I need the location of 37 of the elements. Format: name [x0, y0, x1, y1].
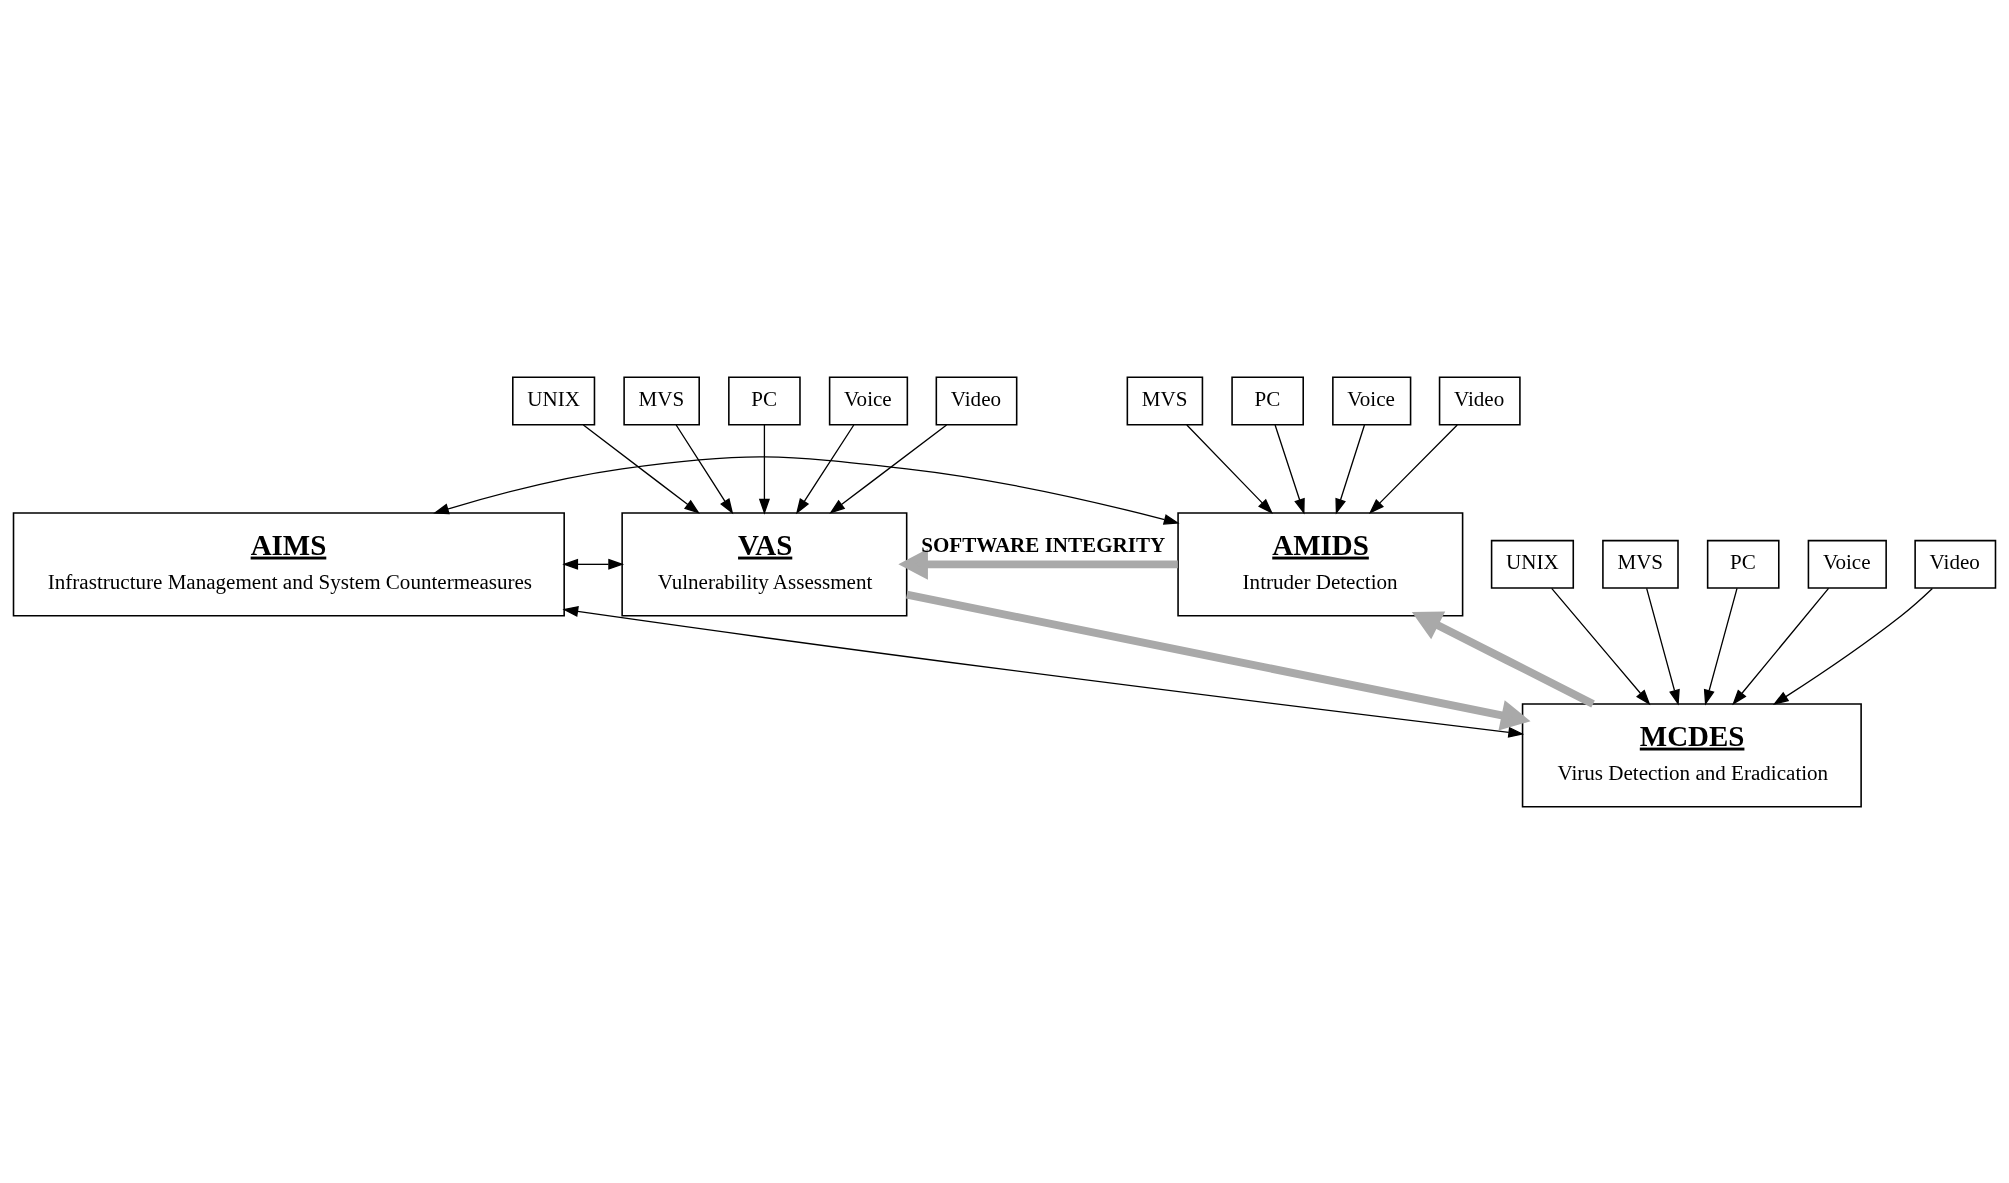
node-box: UNIX	[512, 375, 596, 425]
node-box: PC	[728, 375, 801, 425]
node-box: Voice	[1807, 539, 1887, 589]
node-box: VAS Vulnerability Assessment	[621, 511, 908, 616]
arrow	[1274, 423, 1305, 515]
arrow	[1186, 423, 1273, 514]
node-box: AIMS Infrastructure Management and System Countermeasures	[12, 511, 565, 616]
node-box: Voice	[828, 375, 909, 425]
arrow	[433, 455, 1180, 525]
arrow	[1335, 423, 1366, 515]
node-box: PC	[1231, 375, 1304, 425]
arrow	[758, 423, 770, 515]
arrow	[1732, 587, 1830, 705]
arrow	[582, 423, 700, 514]
node-box: MVS	[1602, 539, 1679, 589]
arrow	[1646, 587, 1680, 706]
arrow	[795, 423, 855, 514]
node-box: MVS	[623, 375, 700, 425]
node-box: MVS	[1126, 375, 1204, 425]
arrow	[562, 558, 625, 570]
arrow	[675, 423, 734, 514]
arrow	[1368, 423, 1458, 514]
node-box: AMIDS Intruder Detection	[1177, 511, 1464, 616]
node-box: MCDES Virus Detection and Eradication	[1521, 702, 1862, 807]
arrow	[829, 423, 948, 514]
node-box: Voice	[1332, 375, 1412, 425]
node-box: UNIX	[1490, 539, 1575, 589]
node-box: Video	[935, 375, 1018, 425]
arrow	[1703, 587, 1738, 706]
node-box: Video	[1438, 375, 1521, 425]
node-box: Video	[1914, 539, 1997, 589]
arrow	[1551, 587, 1651, 705]
node-box: PC	[1706, 539, 1780, 589]
arrow	[1411, 611, 1595, 707]
arrow	[562, 605, 1525, 738]
arrow	[1772, 587, 1934, 705]
edge-label: SOFTWARE INTEGRITY	[921, 532, 1166, 557]
